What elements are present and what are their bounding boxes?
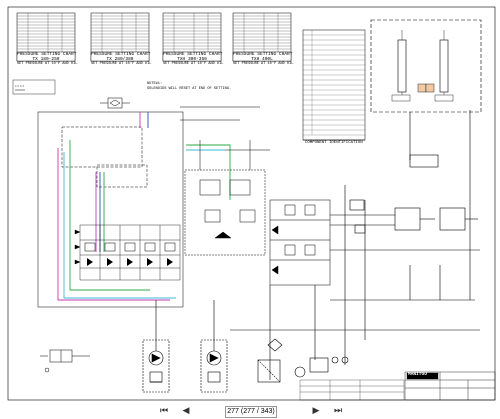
spool-valve-stack bbox=[74, 224, 181, 281]
pilot-lines bbox=[57, 112, 231, 301]
manitou-logo: MANITOU bbox=[408, 372, 427, 377]
previous-page-icon[interactable]: ◀ bbox=[182, 406, 190, 416]
component-identification-list bbox=[302, 29, 366, 141]
last-page-icon[interactable]: ⏭ bbox=[333, 406, 343, 416]
pressure-chart-1 bbox=[16, 12, 76, 62]
legend-box bbox=[12, 79, 56, 95]
cylinder-detail-box bbox=[370, 19, 482, 113]
notes-text: SOLENOIDS WILL RESET AT END OF SETTING. bbox=[147, 87, 232, 91]
notes-title: NOTE#1: bbox=[147, 82, 163, 86]
right-valve-bank bbox=[269, 199, 331, 286]
component-identification-title: COMPONENT IDENTIFICATION bbox=[305, 141, 363, 145]
pressure-chart-4 bbox=[232, 12, 292, 62]
chart-3-footnote: SET PRESSURE AT 10°F AND OIL bbox=[163, 62, 224, 66]
main-control-valve-frame bbox=[37, 106, 260, 308]
title-block bbox=[404, 371, 496, 401]
spool-symbols bbox=[84, 242, 176, 266]
pump-group bbox=[142, 300, 228, 393]
pilot-detail bbox=[40, 349, 90, 373]
chart-1-footnote: SET PRESSURE AT 10°F AND OIL bbox=[17, 62, 78, 66]
shuttle-valve-symbol bbox=[100, 97, 130, 109]
center-manifold bbox=[184, 140, 270, 256]
page-number-input[interactable]: 277 (277 / 343) bbox=[225, 406, 277, 418]
pressure-chart-2 bbox=[90, 12, 150, 62]
chart-2-footnote: SET PRESSURE AT 10°F AND OIL bbox=[91, 62, 152, 66]
pressure-chart-3 bbox=[162, 12, 222, 62]
revision-block bbox=[299, 379, 405, 401]
first-page-icon[interactable]: ⏮ bbox=[159, 406, 169, 416]
filter-and-accumulator bbox=[257, 338, 349, 383]
chart-4-footnote: SET PRESSURE AT 10°F AND OIL bbox=[233, 62, 294, 66]
cylinder-lines bbox=[230, 110, 480, 380]
hydraulic-cylinders bbox=[349, 154, 478, 234]
next-page-icon[interactable]: ▶ bbox=[312, 406, 320, 416]
